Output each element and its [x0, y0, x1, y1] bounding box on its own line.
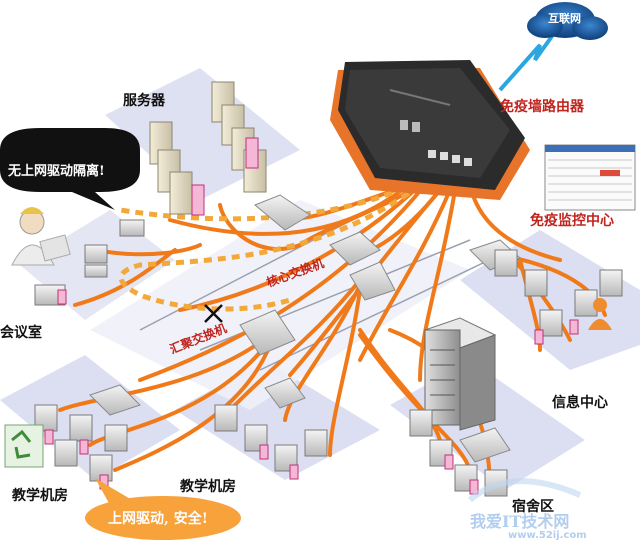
engineer-figure [11, 207, 71, 266]
label-lab-left: 教学机房 [12, 488, 68, 504]
label-monitor-center: 免疫监控中心 [530, 213, 614, 229]
bubble-secure-text: 上网驱动, 安全! [108, 511, 208, 527]
bubble-no-driver-text: 无上网驱动隔离! [8, 164, 105, 179]
router-device [330, 60, 530, 200]
network-links [58, 173, 607, 492]
label-meeting-room: 会议室 [0, 325, 42, 341]
monitor-screen [544, 144, 636, 211]
watermark-arcs [468, 478, 582, 503]
internet-lightning [498, 23, 562, 92]
dorm-rack [423, 317, 497, 431]
watermark-site: 我爱IT技术网 [470, 512, 570, 531]
client-pink-towers [44, 289, 579, 495]
recycle-icon [4, 424, 44, 468]
label-info-center: 信息中心 [552, 395, 608, 411]
person-icon [588, 298, 612, 330]
label-servers: 服务器 [123, 93, 165, 109]
label-internet: 互联网 [548, 12, 581, 25]
label-lab-center: 教学机房 [180, 479, 236, 495]
label-router: 免疫墙路由器 [500, 99, 584, 115]
label-dorm: 宿舍区 [512, 499, 554, 515]
speech-bubbles [0, 128, 241, 540]
switches [89, 194, 521, 463]
link-break-icon [204, 304, 223, 323]
internet-cloud [527, 2, 608, 40]
servers [149, 81, 267, 216]
watermark-url: www.52ij.com [508, 530, 587, 541]
